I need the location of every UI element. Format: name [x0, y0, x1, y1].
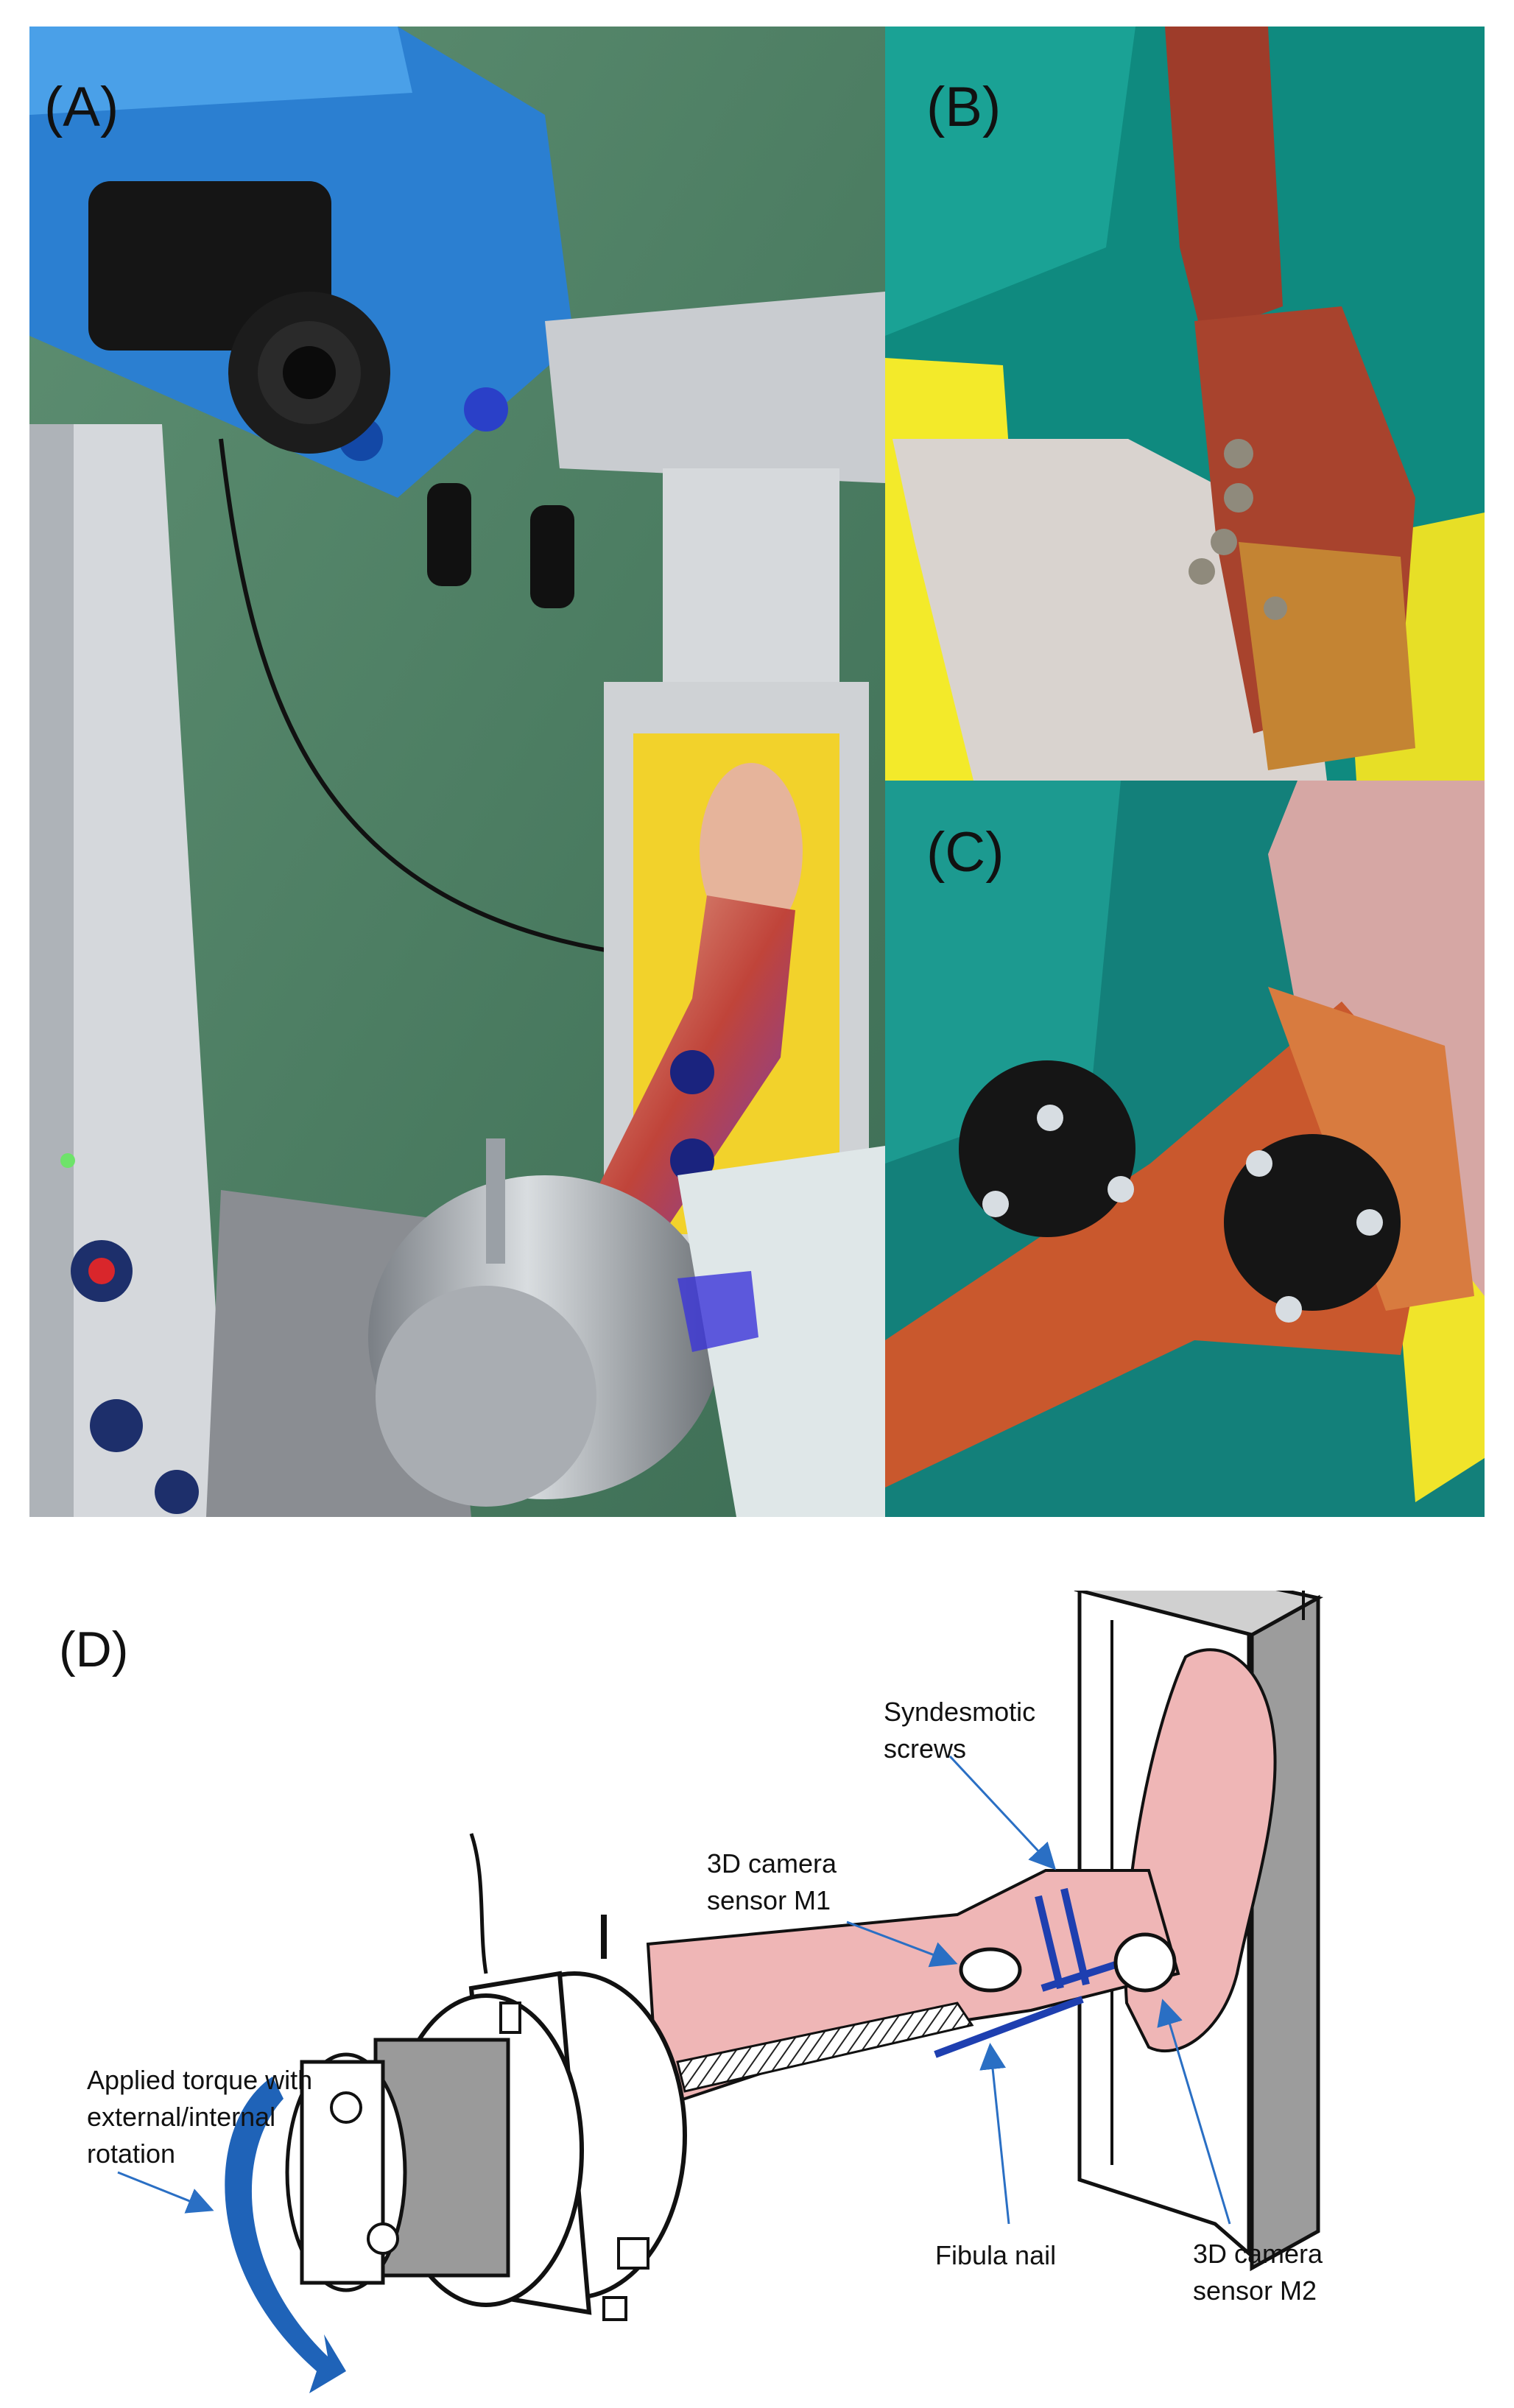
annotation-fibula-nail: Fibula nail	[935, 2240, 1057, 2270]
panel-label-d: (D)	[59, 1622, 129, 1677]
arrow-sensor-m1	[846, 1921, 958, 1968]
sensor-m2-drawing	[1113, 1932, 1177, 1993]
annotation-applied-torque: Applied torque with external/internal ro…	[87, 2065, 313, 2169]
photo-panel-c: (C)	[885, 781, 1485, 1517]
arrow-torque	[117, 2171, 214, 2214]
panel-label-b: (B)	[926, 76, 1001, 138]
photo-panel-b: (B)	[885, 27, 1485, 781]
fracture-fixation-photo	[885, 27, 1485, 781]
panel-label-a: (A)	[44, 76, 119, 138]
annotation-sensor-m2: 3D camera sensor M2	[1193, 2239, 1323, 2306]
torque-arrow	[225, 2077, 346, 2393]
rotation-device-drawing	[285, 1833, 687, 2321]
biomechanical-setup-drawing	[117, 1591, 1324, 2393]
arrow-syndesmotic	[948, 1755, 1057, 1870]
arrow-sensor-m2	[1157, 1999, 1231, 2225]
arrow-fibula-nail	[979, 2043, 1010, 2225]
annotation-sensor-m1: 3D camera sensor M1	[707, 1848, 837, 1915]
schematic-panel-d: (D) Syndesmotic screws 3D camera sensor …	[0, 1591, 1514, 2408]
panel-label-c: (C)	[926, 821, 1004, 884]
photo-panel-a: (A)	[29, 27, 885, 1517]
annotation-syndesmotic-screws: Syndesmotic screws	[884, 1697, 1036, 1764]
sensor-m1-drawing	[959, 1947, 1022, 1993]
marker-sensors-photo	[885, 781, 1485, 1517]
experimental-setup-photo	[29, 27, 885, 1517]
